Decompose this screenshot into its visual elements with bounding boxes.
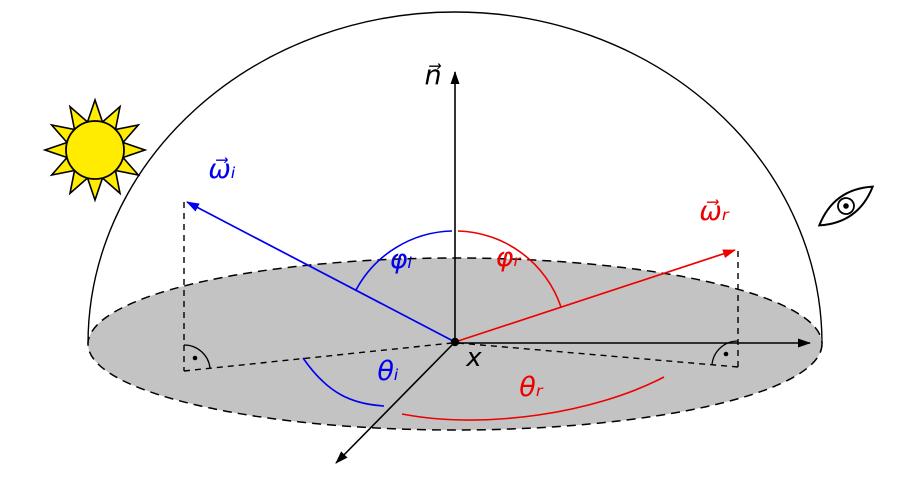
theta-r-arc [401, 376, 665, 421]
surface-point [450, 337, 460, 347]
eye-icon [817, 185, 875, 227]
theta-r-label: θᵣ [519, 372, 544, 403]
theta-i-label: θᵢ [377, 356, 399, 387]
omega-r-label: ω⃗ᵣ [699, 196, 730, 227]
incident-inplane-projection-line [183, 342, 453, 372]
phi-r-arc [457, 230, 562, 308]
tangent-axis-front [335, 341, 456, 464]
sun-icon [42, 97, 148, 203]
omega-i-label: ω⃗ᵢ [208, 154, 236, 185]
phi-i-arc [355, 230, 453, 291]
normal-label: n⃗ [424, 60, 441, 91]
sun-core [65, 120, 125, 180]
phi-r-label: φᵣ [496, 242, 522, 273]
hemisphere-arc [87, 11, 823, 345]
right-angle-dot-left [192, 355, 198, 361]
eye-pupil [843, 203, 849, 209]
phi-i-label: φᵢ [390, 244, 413, 275]
reflected-vector [454, 249, 736, 343]
reflected-inplane-projection-line [457, 342, 739, 368]
surface-point-label: x [465, 343, 482, 373]
right-angle-mark-left [183, 344, 211, 369]
incident-vector [186, 201, 456, 343]
right-angle-mark-right [711, 340, 739, 366]
theta-i-arc [302, 357, 385, 407]
right-angle-dot-right [723, 351, 729, 357]
